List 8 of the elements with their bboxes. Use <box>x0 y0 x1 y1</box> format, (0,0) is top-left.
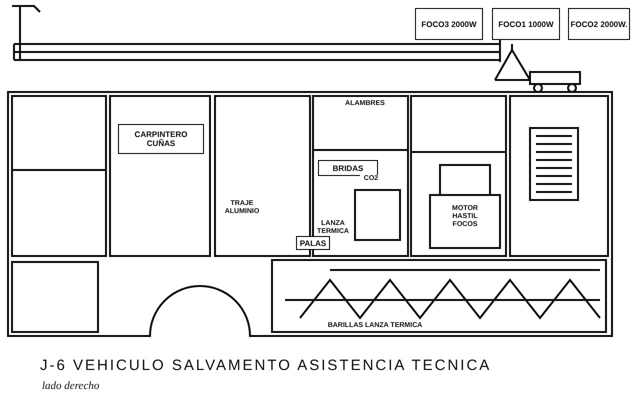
title: J-6 VEHICULO SALVAMENTO ASISTENCIA TECNICA <box>40 357 492 374</box>
caption: lado derecho <box>42 380 100 392</box>
sign-plate: FOCO3 2000W <box>415 8 483 40</box>
sign-plate: FOCO2 2000W. <box>568 8 630 40</box>
sign-plate: FOCO1 1000W <box>492 8 560 40</box>
sign-plate: BRIDAS <box>318 160 378 176</box>
sign-plate: PALAS <box>296 236 330 250</box>
sign-plate: CARPINTERO CUÑAS <box>118 124 204 154</box>
